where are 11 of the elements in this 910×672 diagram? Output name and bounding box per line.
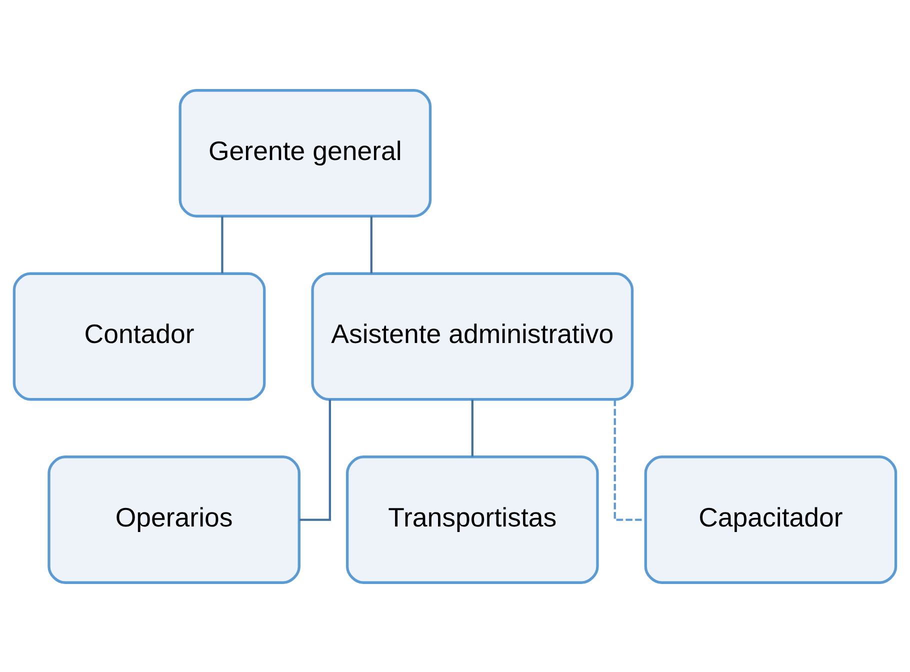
node-box: Transportistas [346,455,599,584]
node-box: Operarios [48,455,300,584]
node-box: Gerente general [178,88,432,217]
node-box: Capacitador [644,455,898,584]
node-box: Contador [12,272,266,400]
connector [221,216,224,273]
connector [471,399,474,456]
node-box: Asistente administrativo [311,272,634,400]
connector [614,399,646,520]
connector [370,216,372,273]
connector [300,399,331,520]
